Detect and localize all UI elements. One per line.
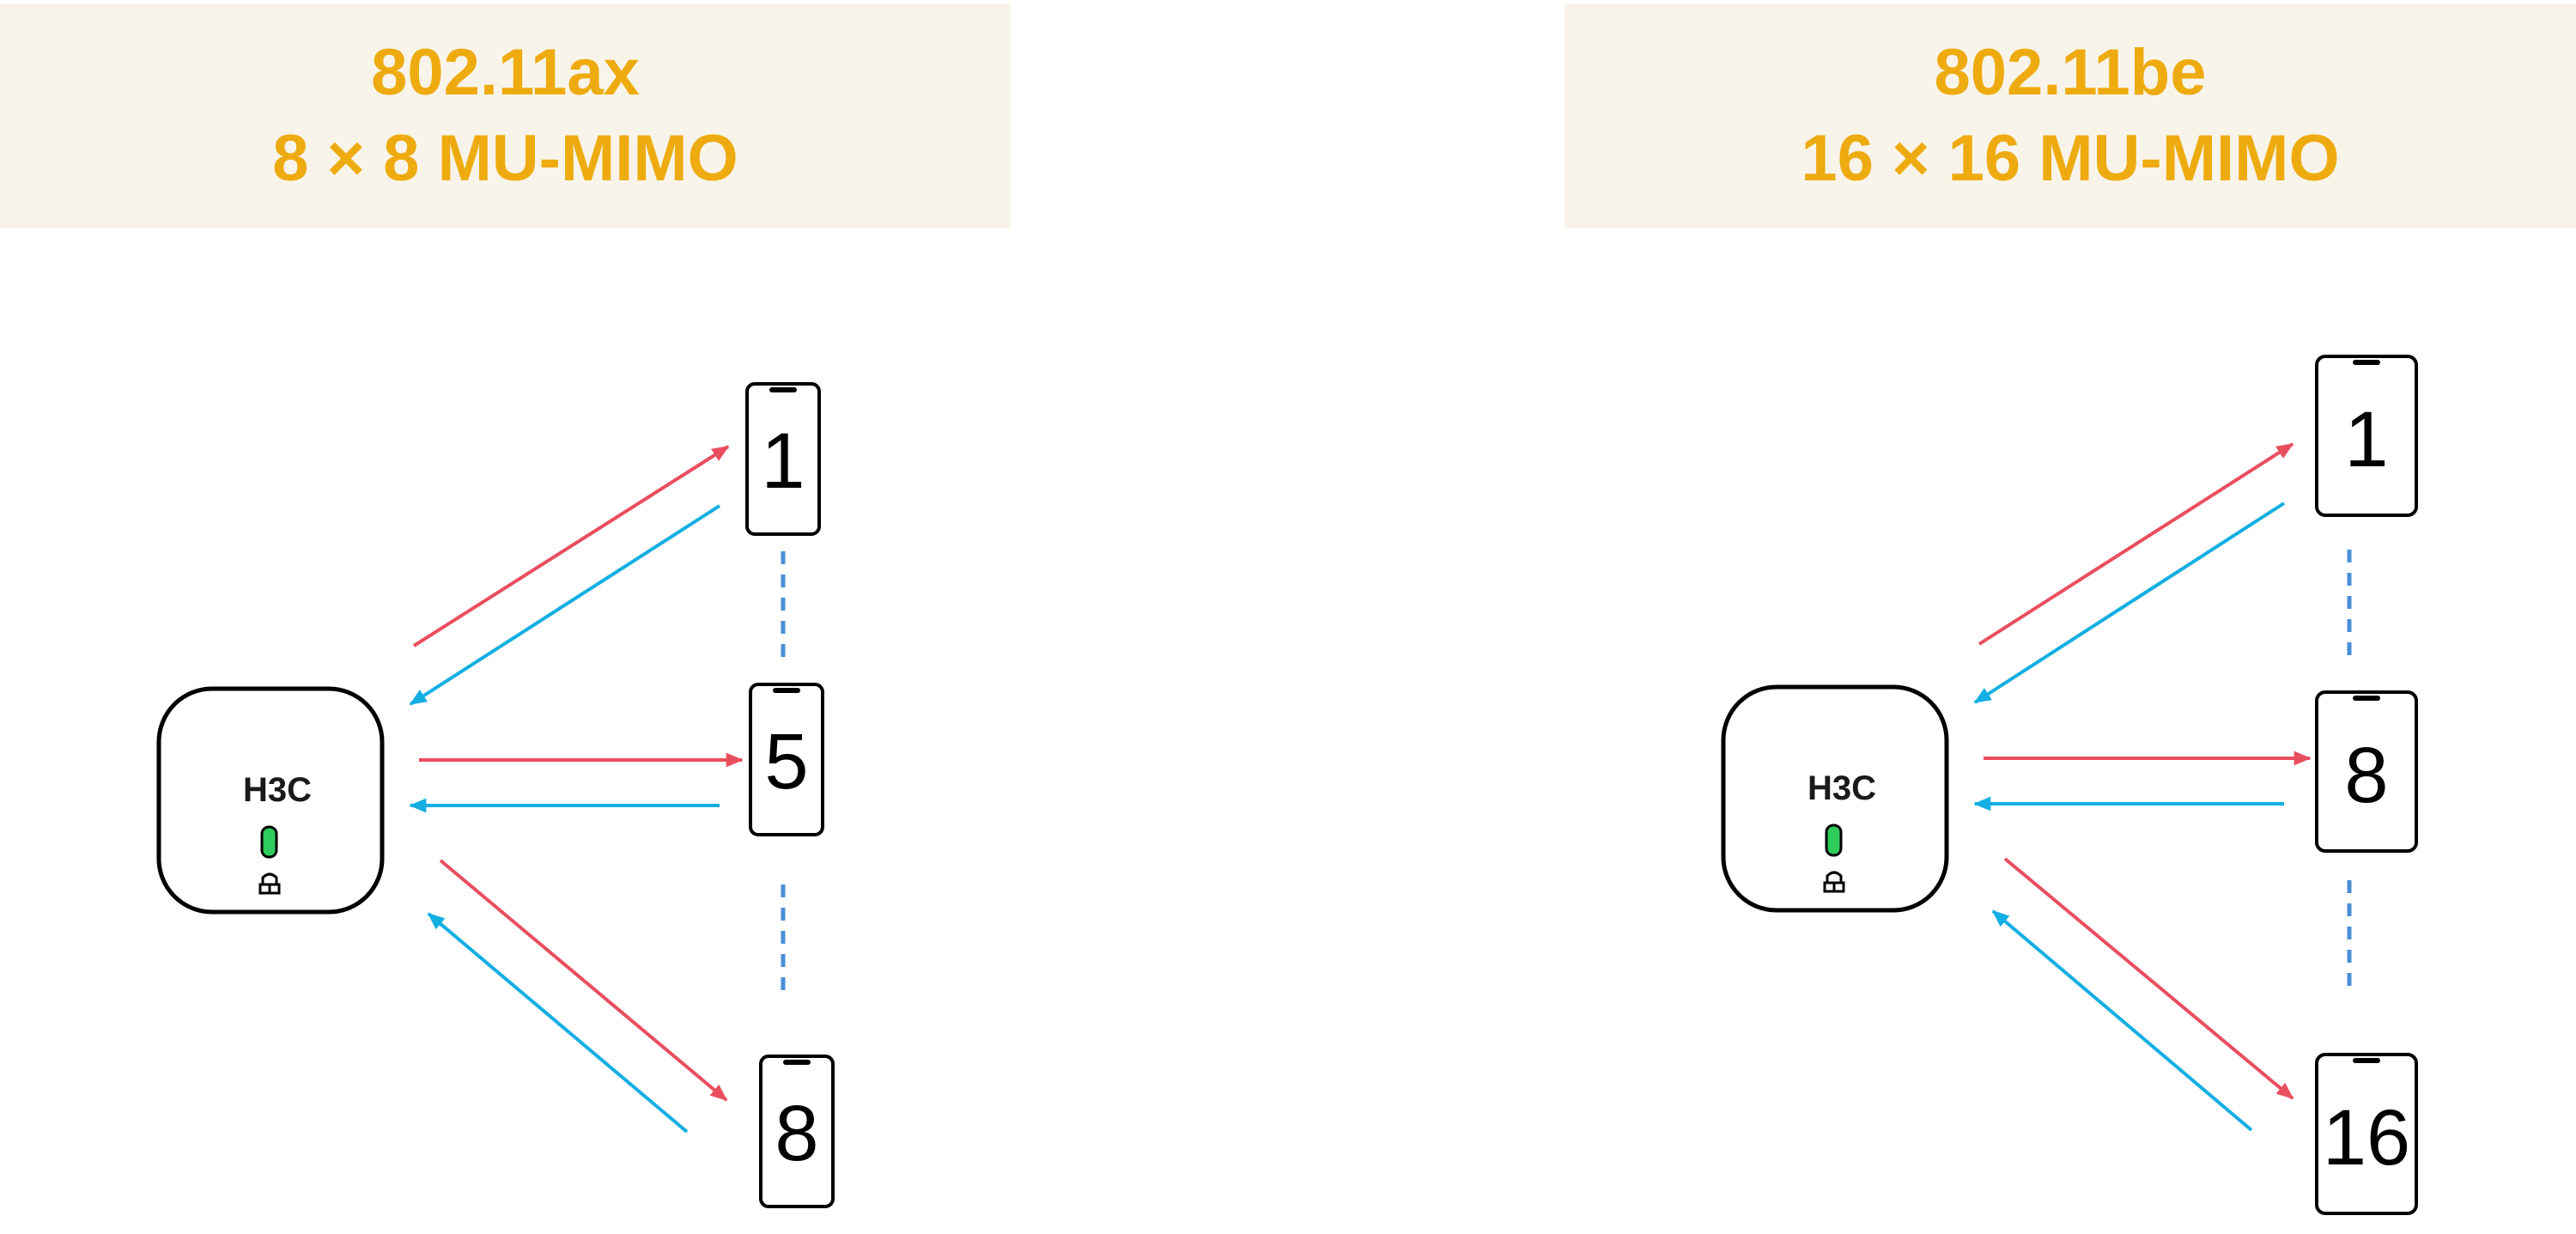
downlink-arrow-icon bbox=[412, 445, 730, 647]
standard-label: 802.11be bbox=[1934, 36, 2207, 109]
client-label: 16 bbox=[2323, 1094, 2410, 1182]
access-point-icon: H3C bbox=[1721, 684, 1949, 913]
client-label: 5 bbox=[764, 718, 808, 805]
panel-80211be: 802.11be 16 × 16 MU-MIMO H3C bbox=[1288, 0, 2576, 1234]
mimo-label: 8 × 8 MU-MIMO bbox=[272, 122, 738, 195]
title-banner: 802.11ax 8 × 8 MU-MIMO bbox=[0, 3, 1011, 228]
smartphone-icon: 1 bbox=[2315, 355, 2418, 517]
mu-mimo-diagram: H3C 1 5 8 bbox=[156, 382, 835, 1208]
smartphone-icon: 16 bbox=[2315, 1053, 2418, 1215]
smartphone-icon: 8 bbox=[2315, 690, 2418, 853]
mu-mimo-diagram: H3C 1 8 16 bbox=[1721, 355, 2418, 1215]
title-banner: 802.11be 16 × 16 MU-MIMO bbox=[1564, 3, 2576, 228]
standard-label: 802.11ax bbox=[371, 36, 640, 109]
client-label: 8 bbox=[2344, 732, 2388, 819]
client-label: 1 bbox=[761, 417, 805, 505]
led-indicator-icon bbox=[1825, 824, 1843, 857]
uplink-arrow-icon bbox=[1991, 909, 2253, 1132]
lock-icon bbox=[258, 872, 281, 895]
uplink-arrow-icon bbox=[1973, 502, 2286, 704]
access-point-icon: H3C bbox=[156, 686, 385, 915]
smartphone-icon: 1 bbox=[745, 382, 821, 536]
downlink-arrow-icon bbox=[439, 859, 728, 1102]
smartphone-icon: 8 bbox=[759, 1055, 835, 1208]
uplink-arrow-icon bbox=[427, 912, 689, 1134]
mimo-label: 16 × 16 MU-MIMO bbox=[1801, 122, 2340, 195]
client-label: 8 bbox=[775, 1090, 818, 1177]
smartphone-icon: 5 bbox=[749, 683, 824, 836]
downlink-arrow-icon bbox=[1978, 442, 2294, 646]
brand-logo: H3C bbox=[243, 771, 312, 809]
brand-logo: H3C bbox=[1807, 769, 1876, 807]
uplink-arrow-icon bbox=[409, 504, 721, 706]
client-label: 1 bbox=[2344, 396, 2388, 483]
led-indicator-icon bbox=[260, 825, 278, 859]
lock-icon bbox=[1823, 871, 1845, 893]
downlink-arrow-icon bbox=[2003, 857, 2294, 1100]
panel-80211ax: 802.11ax 8 × 8 MU-MIMO H3C bbox=[0, 3, 1011, 1208]
